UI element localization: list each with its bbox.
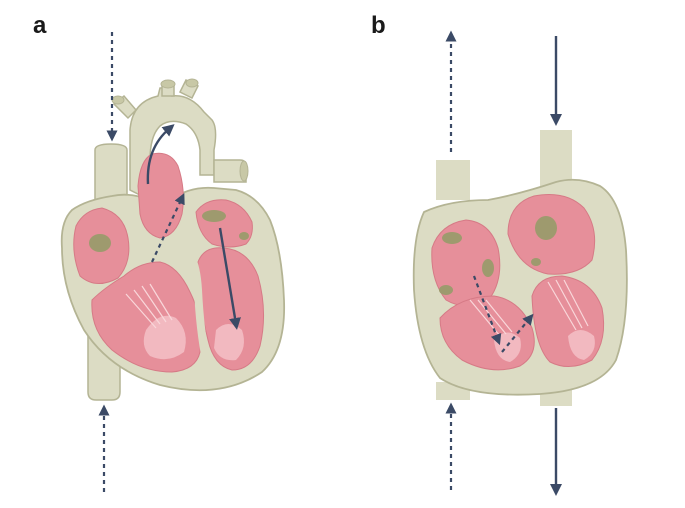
- panel-label-a: a: [33, 12, 47, 39]
- vessel-top-left: [436, 160, 470, 200]
- pulmonary-trunk: [137, 152, 184, 239]
- panel-label-b: b: [371, 12, 386, 39]
- valve-spot: [239, 232, 249, 240]
- heart-diagram-b: [412, 30, 628, 496]
- valve-spot: [531, 258, 541, 266]
- papillary-muscle: [568, 330, 595, 360]
- arrow-solid-icon: [218, 227, 241, 330]
- septum: [181, 244, 210, 361]
- valve-spot: [89, 234, 111, 252]
- valve-spot: [482, 259, 494, 277]
- chordae: [125, 283, 173, 329]
- valve-spot: [439, 285, 453, 295]
- arrow-dashed-icon: [472, 275, 502, 346]
- arrow-solid-icon: [146, 124, 175, 185]
- papillary-muscle: [214, 324, 244, 361]
- chordae: [547, 279, 589, 331]
- heart-diagram-a: [60, 32, 286, 492]
- valve-spot: [202, 210, 226, 222]
- arrow-dashed-icon: [151, 193, 185, 263]
- valve-spot: [442, 232, 462, 244]
- valve-spot: [535, 216, 557, 240]
- superior-vena-cava: [94, 143, 128, 211]
- aorta: [129, 87, 217, 202]
